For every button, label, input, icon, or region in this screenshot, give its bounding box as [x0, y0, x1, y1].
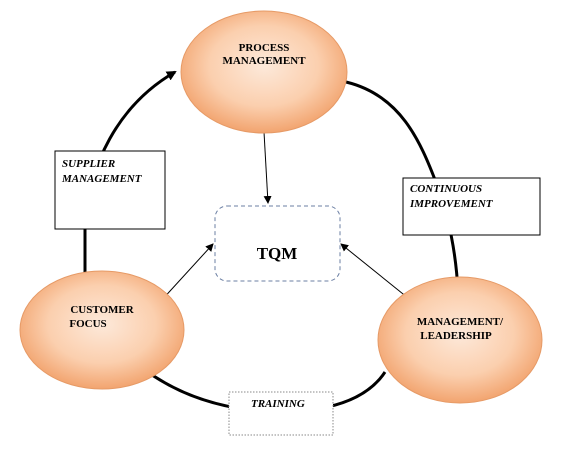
process-management-label-line1: PROCESS — [239, 42, 290, 54]
process-management-label-line2: MANAGEMENT — [222, 55, 306, 67]
supplier-management-label-line1: SUPPLIER — [62, 158, 115, 170]
continuous-improvement-label-line2: IMPROVEMENT — [409, 198, 494, 210]
management-leadership-node — [377, 276, 543, 404]
customer-focus-label-line1: CUSTOMER — [70, 304, 134, 316]
continuous-improvement-box — [402, 177, 541, 236]
arrow-leadership-to-tqm — [340, 243, 414, 303]
customer-focus-node — [19, 270, 185, 390]
management-leadership-label-line1: MANAGEMENT/ — [417, 316, 504, 328]
training-box — [228, 391, 334, 436]
management-leadership-label-line2: LEADERSHIP — [420, 330, 492, 342]
supplier-management-box — [54, 150, 166, 230]
customer-focus-label-line2: FOCUS — [69, 318, 106, 330]
process-management-node — [180, 10, 348, 134]
supplier-management-label-line2: MANAGEMENT — [61, 173, 143, 185]
continuous-improvement-label-line1: CONTINUOUS — [410, 183, 482, 195]
arrow-process-to-tqm — [263, 131, 272, 204]
training-label: TRAINING — [251, 398, 305, 410]
tqm-box — [214, 205, 341, 282]
arrow-customer-to-tqm — [159, 243, 214, 303]
tqm-label: TQM — [257, 244, 298, 263]
